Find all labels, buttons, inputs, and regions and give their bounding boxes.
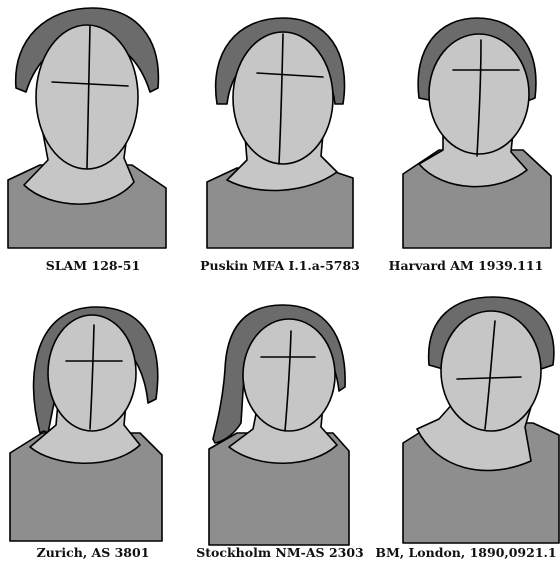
portrait-panel: Puskin MFA I.1.a-5783	[187, 0, 373, 280]
portrait-caption: SLAM 128-51	[0, 258, 186, 273]
portrait-panel: Stockholm NM-AS 2303	[187, 283, 373, 563]
portrait-panel: Zurich, AS 3801	[0, 283, 186, 563]
portrait-drawing	[187, 0, 373, 280]
portrait-panel: BM, London, 1890,0921.1	[373, 283, 559, 563]
portrait-drawing	[373, 283, 559, 563]
portrait-drawing	[373, 0, 559, 280]
portrait-caption: Stockholm NM-AS 2303	[187, 545, 373, 560]
portrait-panel: Harvard AM 1939.111	[373, 0, 559, 280]
portrait-caption: Zurich, AS 3801	[0, 545, 186, 560]
portrait-caption: Puskin MFA I.1.a-5783	[187, 258, 373, 273]
portrait-drawing	[0, 283, 186, 563]
portrait-panel: SLAM 128-51	[0, 0, 186, 280]
portrait-drawing	[0, 0, 186, 280]
face-shape	[429, 34, 529, 154]
portrait-drawing	[187, 283, 373, 563]
portrait-caption: Harvard AM 1939.111	[373, 258, 559, 273]
portrait-caption: BM, London, 1890,0921.1	[373, 545, 559, 560]
